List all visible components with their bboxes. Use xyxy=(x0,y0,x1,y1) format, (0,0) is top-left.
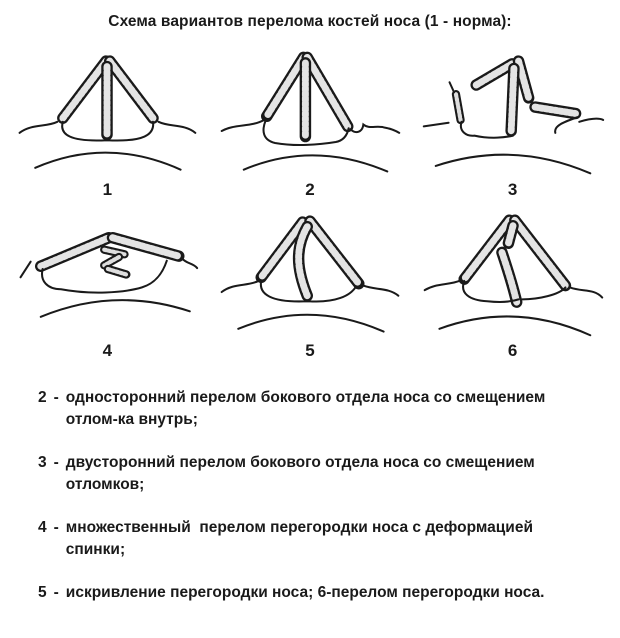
figure-grid: 1 2 xyxy=(0,39,620,361)
legend-item-number: 5 xyxy=(38,584,47,601)
page-title: Схема вариантов перелома костей носа (1 … xyxy=(108,13,512,30)
normal-nose-diagram xyxy=(18,55,197,171)
legend-item-number: 2 xyxy=(38,389,47,406)
legend-item-text: односторонний перелом бокового отдела но… xyxy=(65,389,550,428)
legend-item-5-6: 5 - искривление перегородки носа; 6-пере… xyxy=(38,582,610,604)
bone-fragments xyxy=(448,81,581,125)
figure-label: 6 xyxy=(507,341,518,360)
soft-tissue-outline xyxy=(422,116,604,175)
figure-cell-3: 3 xyxy=(411,39,614,200)
unilateral-fracture-diagram xyxy=(220,51,401,173)
figure-cell-1: 1 xyxy=(6,39,209,200)
bone-fragments xyxy=(100,245,131,279)
septum-deviation-diagram xyxy=(220,215,400,333)
figure-cell-4: 4 xyxy=(6,200,209,361)
septum xyxy=(505,62,520,137)
nasal-bones xyxy=(57,55,160,124)
septum xyxy=(292,220,313,302)
figure-label: 2 xyxy=(305,180,315,199)
legend-item-2: 2 - односторонний перелом бокового отдел… xyxy=(38,387,610,431)
legend-item-text: двусторонний перелом бокового отдела нос… xyxy=(65,454,540,493)
legend-item-dash: - xyxy=(53,519,59,536)
nasal-bones xyxy=(458,214,571,292)
nasal-bones xyxy=(260,51,354,133)
septum xyxy=(495,220,523,308)
soft-tissue-outline xyxy=(220,118,401,173)
legend-item-text: искривление перегородки носа; 6-перелом … xyxy=(65,584,545,601)
figure-label: 3 xyxy=(507,180,518,199)
legend-item-4: 4 - множественный перелом перегородки но… xyxy=(38,517,610,561)
soft-tissue-outline xyxy=(423,279,603,337)
figure-cell-2: 2 xyxy=(209,39,412,200)
multiple-septum-fracture-diagram xyxy=(19,231,199,318)
bilateral-fracture-diagram xyxy=(422,55,604,175)
legend-item-dash: - xyxy=(53,454,59,471)
nasal-bones xyxy=(35,231,185,272)
figure-cell-5: 5 xyxy=(209,200,412,361)
figure-label: 5 xyxy=(305,341,315,360)
legend-item-dash: - xyxy=(53,584,59,601)
nasal-bones xyxy=(255,215,365,290)
septum-fracture-diagram xyxy=(423,214,603,337)
figure-label: 1 xyxy=(102,180,113,199)
soft-tissue-outline xyxy=(220,279,400,333)
legend-item-number: 4 xyxy=(38,519,47,536)
soft-tissue-outline xyxy=(19,256,199,318)
soft-tissue-outline xyxy=(18,120,197,171)
legend-item-text: множественный перелом перегородки носа с… xyxy=(65,519,538,558)
legend-item-number: 3 xyxy=(38,454,47,471)
legend-item-dash: - xyxy=(53,389,59,406)
figure-cell-6: 6 xyxy=(411,200,614,361)
legend-item-3: 3 - двусторонний перелом бокового отдела… xyxy=(38,452,610,496)
nasal-bones xyxy=(470,55,535,104)
figure-label: 4 xyxy=(102,341,113,360)
legend: 2 - односторонний перелом бокового отдел… xyxy=(0,387,620,604)
